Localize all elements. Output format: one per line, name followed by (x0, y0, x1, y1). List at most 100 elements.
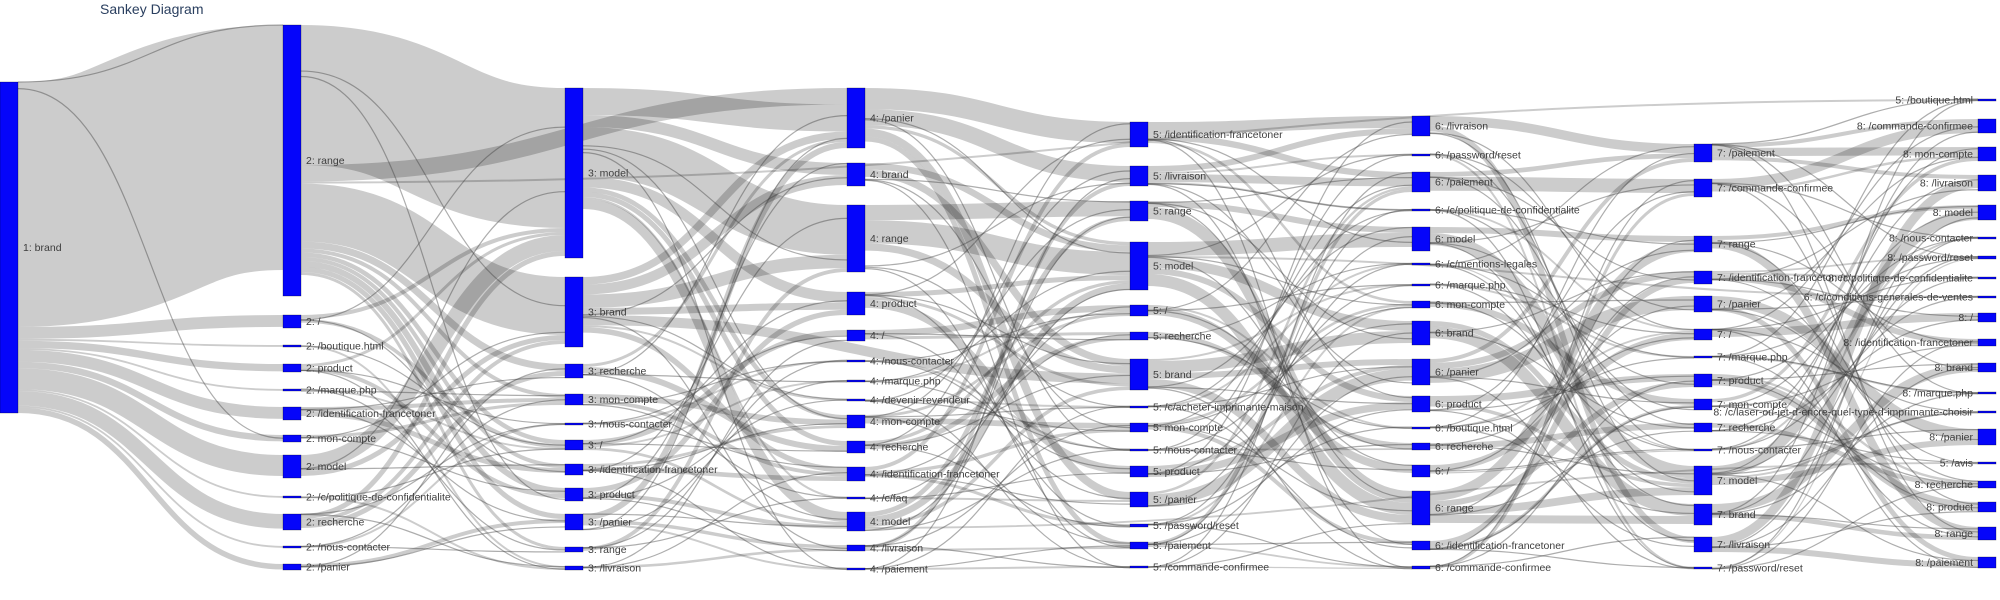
sankey-node-6-boutique-html[interactable] (1411, 426, 1431, 430)
sankey-node-3-brand[interactable] (564, 276, 584, 348)
sankey-node-8-password-reset[interactable] (1977, 255, 1997, 260)
sankey-node-4-marque-php[interactable] (846, 379, 866, 383)
sankey-node-6-c-mentions-legales[interactable] (1411, 262, 1431, 266)
sankey-node-8-brand[interactable] (1977, 362, 1997, 373)
sankey-node-4-product[interactable] (846, 291, 866, 316)
sankey-node-4-mon-compte[interactable] (846, 414, 866, 429)
sankey-node-8-panier[interactable] (1977, 428, 1997, 446)
sankey-node-3-panier[interactable] (564, 513, 584, 531)
sankey-node-6-marque-php[interactable] (1411, 283, 1431, 287)
sankey-node-5-product[interactable] (1129, 465, 1149, 478)
sankey-node-2-model[interactable] (282, 454, 302, 479)
sankey-node-2-product[interactable] (282, 363, 302, 373)
sankey-node-7-range[interactable] (1693, 235, 1713, 253)
sankey-node-4-livraison[interactable] (846, 544, 866, 552)
sankey-node-5-c-acheter-imprimante-maison[interactable] (1129, 405, 1149, 409)
sankey-node-4-identification-francetoner[interactable] (846, 466, 866, 482)
sankey-node-5-range[interactable] (1129, 200, 1149, 222)
sankey-node-7-password-reset[interactable] (1693, 566, 1713, 570)
sankey-node-4-c-faq[interactable] (846, 496, 866, 500)
sankey-node-3-livraison[interactable] (564, 565, 584, 571)
sankey-node-4-panier[interactable] (846, 87, 866, 149)
sankey-node-5-panier[interactable] (1129, 491, 1149, 508)
sankey-node-2-boutique-html[interactable] (282, 344, 302, 348)
sankey-node-3-product[interactable] (564, 487, 584, 502)
sankey-node-5-model[interactable] (1129, 241, 1149, 291)
sankey-node-6-identification-francetoner[interactable] (1411, 540, 1431, 551)
sankey-node-4-paiement[interactable] (846, 567, 866, 571)
sankey-node-6-password-reset[interactable] (1411, 153, 1431, 157)
sankey-node-8-nous-contacter[interactable] (1977, 236, 1997, 240)
sankey-node-6-recherche[interactable] (1411, 442, 1431, 451)
sankey-node-6-brand[interactable] (1411, 320, 1431, 346)
sankey-node-7-livraison[interactable] (1693, 536, 1713, 553)
sankey-node-8-model[interactable] (1977, 204, 1997, 221)
sankey-node-7-mon-compte[interactable] (1693, 398, 1713, 411)
sankey-node-8-range[interactable] (1977, 526, 1997, 541)
sankey-node-3-model[interactable] (564, 87, 584, 259)
sankey-node-6-model[interactable] (1411, 226, 1431, 252)
sankey-node-4-nous-contacter[interactable] (846, 359, 866, 363)
sankey-node-6-paiement[interactable] (1411, 171, 1431, 193)
sankey-node-2-recherche[interactable] (282, 513, 302, 531)
sankey-node-2-range[interactable] (282, 24, 302, 297)
sankey-node-4-range[interactable] (846, 204, 866, 273)
sankey-node-7-model[interactable] (1693, 465, 1713, 496)
sankey-node-5-nous-contacter[interactable] (1129, 448, 1149, 452)
sankey-node-4-model[interactable] (846, 511, 866, 532)
sankey-node-1-brand[interactable] (0, 81, 19, 414)
sankey-node-2-c-politique-de-confidentialite[interactable] (282, 495, 302, 499)
sankey-node-7-product[interactable] (1693, 373, 1713, 388)
sankey-node-7-paiement[interactable] (1693, 143, 1713, 163)
sankey-node-4-[interactable] (846, 329, 866, 342)
sankey-node-5-brand[interactable] (1129, 358, 1149, 391)
sankey-node-3-[interactable] (564, 439, 584, 451)
sankey-node-8-[interactable] (1977, 312, 1997, 323)
sankey-node-7-nous-contacter[interactable] (1693, 448, 1713, 452)
sankey-node-4-devenir-revendeur[interactable] (846, 398, 866, 402)
sankey-node-6-[interactable] (1411, 464, 1431, 478)
sankey-node-2-mon-compte[interactable] (282, 434, 302, 443)
sankey-node-6-product[interactable] (1411, 395, 1431, 413)
sankey-node-6-c-conditions-generales-de-ventes[interactable] (1977, 295, 1997, 299)
sankey-node-8-mon-compte[interactable] (1977, 146, 1997, 162)
sankey-node-8-livraison[interactable] (1977, 174, 1997, 192)
sankey-node-4-recherche[interactable] (846, 440, 866, 454)
sankey-node-7-brand[interactable] (1693, 503, 1713, 526)
sankey-node-6-c-politique-de-confidentialite[interactable] (1411, 208, 1431, 212)
sankey-node-7-panier[interactable] (1693, 295, 1713, 313)
sankey-node-8-c-laser-ou-jet-d-encre-quel-type-d-imprimante-choisir[interactable] (1977, 410, 1997, 414)
sankey-node-5-livraison[interactable] (1129, 165, 1149, 187)
sankey-node-5-mon-compte[interactable] (1129, 422, 1149, 433)
sankey-node-3-nous-contacter[interactable] (564, 422, 584, 426)
sankey-node-5-boutique-html[interactable] (1977, 98, 1997, 102)
sankey-node-8-paiement[interactable] (1977, 556, 1997, 569)
sankey-node-3-identification-francetoner[interactable] (564, 463, 584, 476)
sankey-node-8-identification-francetoner[interactable] (1977, 338, 1997, 347)
sankey-node-2-identification-francetoner[interactable] (282, 406, 302, 421)
sankey-node-3-mon-compte[interactable] (564, 393, 584, 406)
sankey-node-2-[interactable] (282, 314, 302, 329)
sankey-node-8-recherche[interactable] (1977, 480, 1997, 489)
sankey-node-7-recherche[interactable] (1693, 422, 1713, 433)
sankey-node-6-commande-confirmee[interactable] (1411, 565, 1431, 570)
sankey-node-3-range[interactable] (564, 546, 584, 553)
sankey-node-5-identification-francetoner[interactable] (1129, 121, 1149, 148)
sankey-node-5-paiement[interactable] (1129, 541, 1149, 550)
sankey-node-4-brand[interactable] (846, 162, 866, 187)
sankey-node-5-commande-confirmee[interactable] (1129, 565, 1149, 569)
sankey-node-7-marque-php[interactable] (1693, 355, 1713, 359)
sankey-node-5-[interactable] (1129, 304, 1149, 317)
sankey-node-6-livraison[interactable] (1411, 115, 1431, 137)
sankey-node-8-c-politique-de-confidentialite[interactable] (1977, 276, 1997, 280)
sankey-node-7-[interactable] (1693, 328, 1713, 341)
sankey-node-5-password-reset[interactable] (1129, 523, 1149, 528)
sankey-node-8-product[interactable] (1977, 501, 1997, 513)
sankey-node-7-identification-francetoner[interactable] (1693, 270, 1713, 285)
sankey-node-7-commande-confirmee[interactable] (1693, 178, 1713, 198)
sankey-node-5-recherche[interactable] (1129, 331, 1149, 341)
sankey-node-8-marque-php[interactable] (1977, 391, 1997, 395)
sankey-node-6-mon-compte[interactable] (1411, 300, 1431, 309)
sankey-node-2-nous-contacter[interactable] (282, 545, 302, 549)
sankey-node-3-recherche[interactable] (564, 363, 584, 379)
